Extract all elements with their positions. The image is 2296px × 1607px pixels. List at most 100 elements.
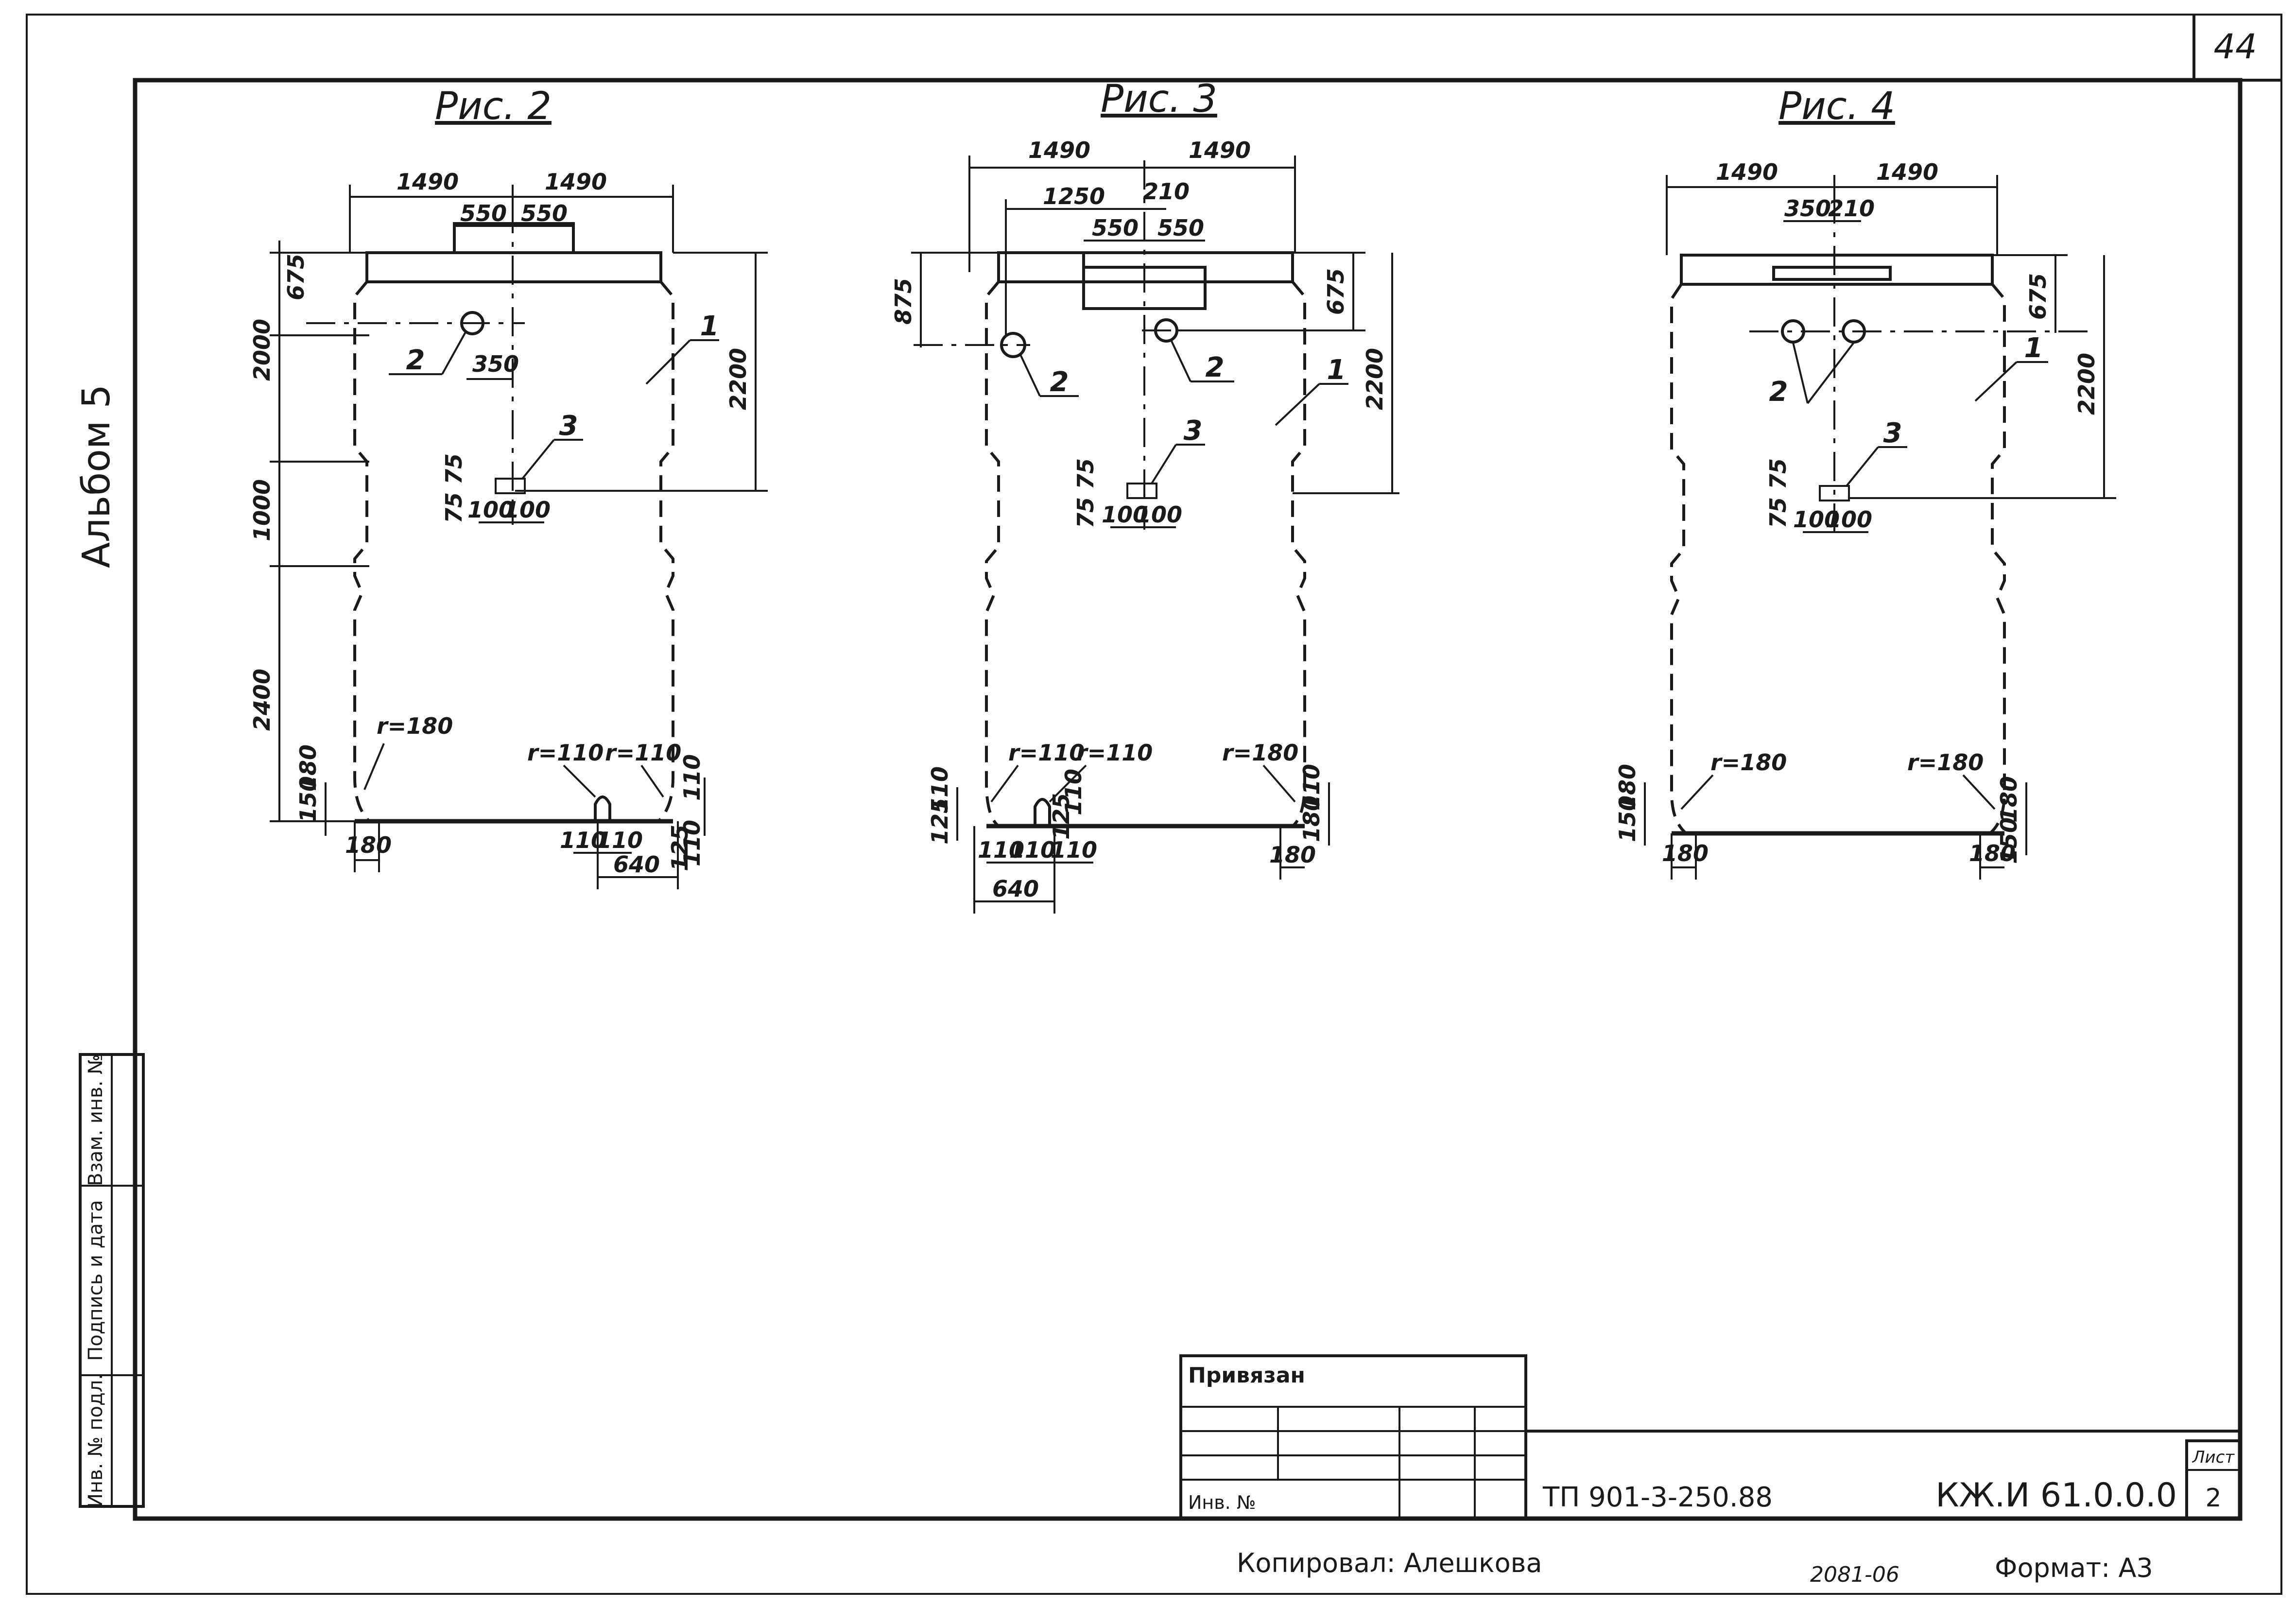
fig3-dim-875: 875 — [890, 278, 916, 325]
fig4-callout-1: 1 — [2024, 332, 2043, 364]
bound-label: Привязан — [1188, 1363, 1305, 1388]
fig4-dim-r-left: r=180 — [1710, 749, 1787, 776]
fig2-dim-640: 640 — [613, 851, 660, 878]
fig4-dim-150r: 150 — [1996, 817, 2022, 864]
fig3-dim-100a: 100 — [1102, 501, 1148, 528]
fig3-dim-110a: 110 — [978, 837, 1024, 863]
fig2-dim-110b: 110 — [596, 827, 643, 853]
fig4-callout-3: 3 — [1883, 417, 1902, 449]
figure-3-title: Рис. 3 — [1101, 77, 1217, 121]
fig3-dim-w-right: 1490 — [1189, 137, 1251, 163]
fig3-callout-1: 1 — [1327, 354, 1346, 386]
fig3-dim-r-b: r=110 — [1076, 740, 1153, 766]
fig3-dim-top-right: 550 — [1157, 215, 1204, 241]
album-label: Альбом 5 — [75, 384, 119, 568]
figure-3-collar — [1082, 253, 1207, 310]
figure-2-title: Рис. 2 — [435, 85, 552, 128]
figure-2-top-cap — [365, 251, 662, 283]
fig2-callout-1: 1 — [700, 311, 719, 342]
fig2-dim-110r: 110 — [679, 820, 705, 866]
sheet-label: Лист — [2192, 1448, 2235, 1467]
fig3-dim-w-left: 1490 — [1028, 137, 1090, 163]
fig4-dim-180w: 180 — [1662, 840, 1709, 866]
fig4-dim-100a: 100 — [1793, 506, 1840, 533]
left-stamp-strip — [79, 1053, 145, 1508]
fig3-dim-180: 180 — [1269, 842, 1316, 868]
figure-4-embed-3 — [1819, 485, 1850, 501]
figure-4-body-left-wall — [1670, 283, 1973, 835]
fig4-dim-675: 675 — [2025, 273, 2051, 320]
fig2-callout-3: 3 — [559, 410, 578, 442]
fig3-dim-r-c: r=180 — [1222, 740, 1298, 766]
document-code: КЖ.И 61.0.0.0 — [1935, 1476, 2177, 1515]
fig2-dim-350: 350 — [472, 351, 519, 377]
fig3-callout-2a: 2 — [1050, 366, 1069, 398]
fig2-dim-675: 675 — [283, 254, 309, 300]
fig2-dim-2000: 2000 — [249, 319, 275, 381]
fig2-dim-2200: 2200 — [725, 348, 751, 410]
figure-3-callouts: 1 2 2 3 — [1019, 340, 1348, 484]
fig4-dim-180v: 180 — [1996, 776, 2022, 823]
format-label: Формат: А3 — [1995, 1553, 2153, 1583]
figure-3: Рис. 3 1490 1490 1250 210 550 550 — [890, 77, 1399, 914]
fig2-callout-2: 2 — [406, 345, 425, 376]
fig2-dim-top-left: 550 — [460, 200, 507, 226]
inv-label: Инв. № — [1188, 1492, 1256, 1513]
figure-2-embed-3 — [495, 478, 526, 494]
fig3-dim-110: 110 — [927, 766, 953, 813]
figure-2-callouts: 1 2 3 — [389, 311, 719, 480]
figure-4-collar — [1772, 266, 1892, 281]
fig2-dim-top-right: 550 — [521, 200, 568, 226]
fig4-dim-210: 210 — [1828, 195, 1875, 222]
fig3-callout-3: 3 — [1184, 415, 1203, 447]
figure-4-title: Рис. 4 — [1778, 85, 1895, 128]
fig3-dim-110d: 110 — [1060, 769, 1087, 815]
fig3-dim-125: 125 — [927, 798, 953, 845]
fig3-dim-675: 675 — [1323, 268, 1349, 315]
fig3-dim-75-75: 75 75 — [1072, 458, 1099, 528]
figure-3-body-left-wall — [985, 281, 1050, 828]
figure-3-notch — [1034, 798, 1051, 826]
fig3-dim-110b: 110 — [1009, 837, 1056, 863]
stamp-signature-date: Подпись и дата — [85, 1200, 107, 1361]
figure-3-embed-3 — [1126, 483, 1157, 499]
fig3-dim-110e: 110 — [1298, 764, 1325, 811]
figure-2: Рис. 2 1490 1490 550 550 — [249, 85, 768, 889]
fig4-dim-100b: 100 — [1826, 506, 1872, 533]
figure-4-body-right-wall — [1989, 283, 2006, 835]
fig2-dim-110v: 110 — [679, 754, 705, 801]
fig2-dim-2400: 2400 — [249, 669, 275, 731]
figure-2-body-left-wall — [353, 281, 595, 823]
fig2-dim-180w: 180 — [345, 832, 392, 858]
fig3-dim-top-left: 550 — [1092, 215, 1139, 241]
fig2-dim-100b: 100 — [504, 497, 551, 523]
fig2-dim-r-left: r=180 — [377, 713, 453, 739]
fig2-dim-150: 150 — [295, 776, 321, 823]
fig2-dim-w-right: 1490 — [545, 169, 607, 195]
stamp-replaces-inv: Взам. инв. № — [85, 1054, 107, 1186]
fig4-dim-180: 180 — [1614, 764, 1640, 811]
sheet-number: 2 — [2205, 1484, 2221, 1513]
fig2-dim-75-75: 75 75 — [441, 453, 467, 523]
fig4-dim-r-right: r=180 — [1907, 749, 1984, 776]
copied-by: Копировал: Алешкова — [1237, 1548, 1542, 1578]
fig2-dim-r-mid2: r=110 — [605, 740, 681, 766]
fig3-dim-1250: 1250 — [1043, 183, 1105, 209]
fig4-dim-150: 150 — [1614, 795, 1640, 842]
stamp-inv-podl: Инв. № подл. — [85, 1374, 107, 1508]
fig4-dim-2200: 2200 — [2073, 353, 2100, 415]
figure-2-body-right-wall — [657, 281, 674, 823]
fig3-dim-100b: 100 — [1136, 501, 1182, 528]
figure-2-notch — [594, 795, 611, 821]
fig4-dim-180r: 180 — [1969, 840, 2016, 866]
figure-2-collar — [453, 222, 575, 253]
fig4-dim-w-right: 1490 — [1876, 159, 1938, 185]
fig2-dim-w-left: 1490 — [397, 169, 459, 195]
title-block — [1179, 1354, 2242, 1520]
fig3-dim-180v: 180 — [1298, 795, 1325, 842]
fig4-dim-75-75: 75 75 — [1765, 458, 1791, 528]
fig2-dim-r-mid1: r=110 — [527, 740, 604, 766]
figure-3-body-right-wall — [1291, 281, 1306, 828]
fig4-dim-w-left: 1490 — [1716, 159, 1778, 185]
